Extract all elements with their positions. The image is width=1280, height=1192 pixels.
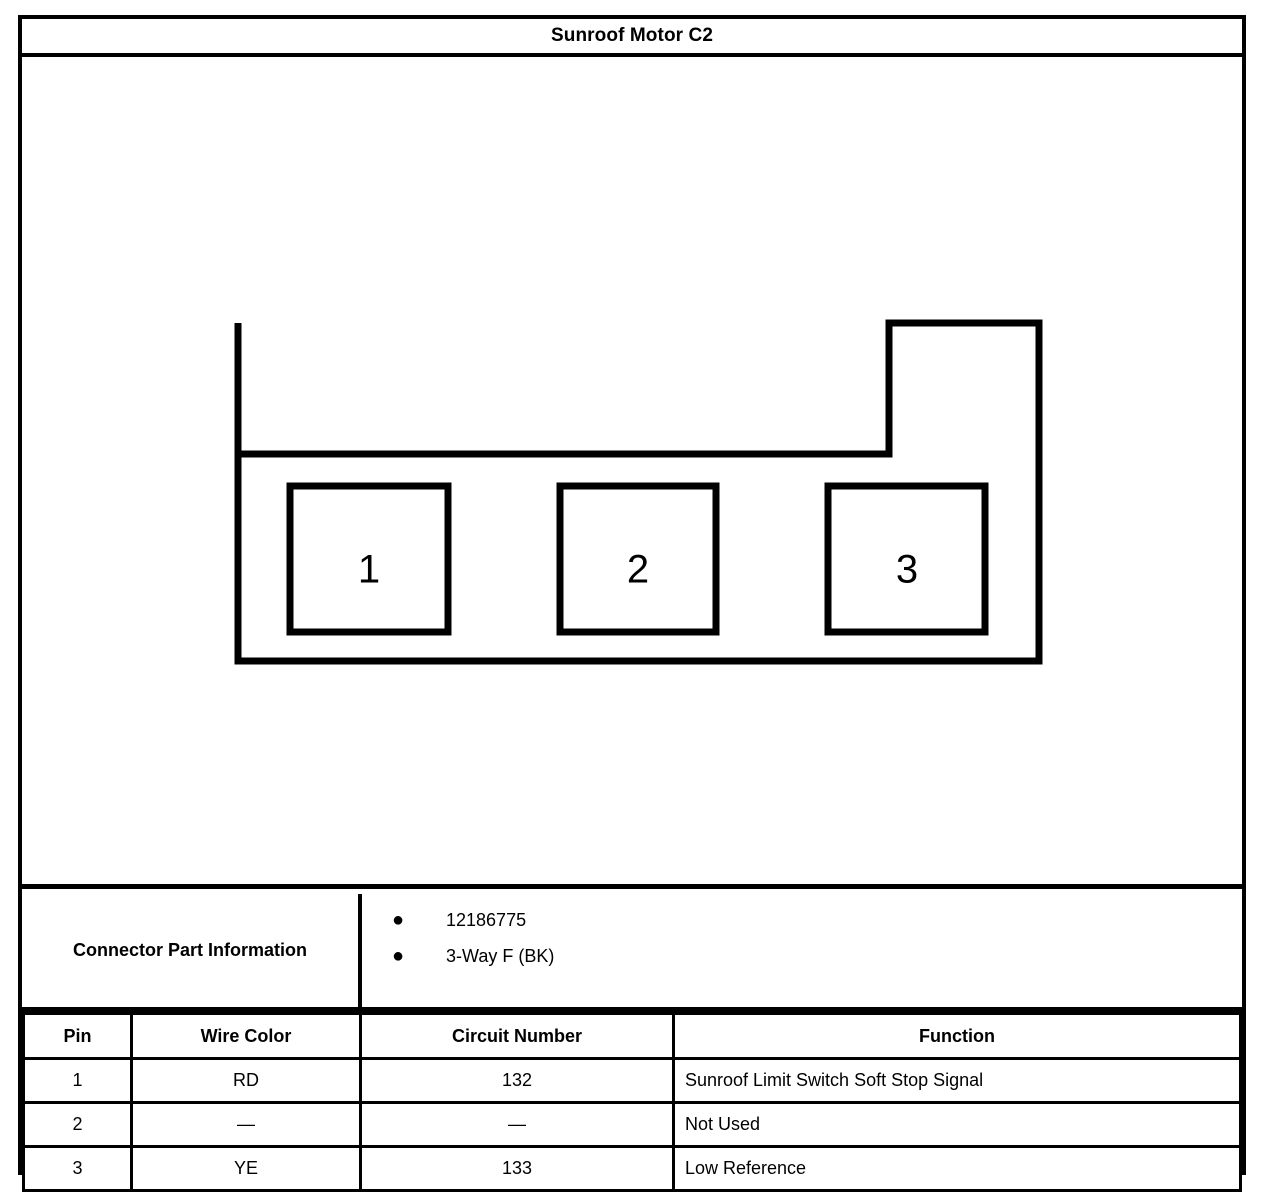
column-header-circuit-number: Circuit Number [359, 1012, 675, 1060]
cell-pin: 1 [22, 1057, 133, 1104]
table-row: 1 RD 132 Sunroof Limit Switch Soft Stop … [22, 1057, 1242, 1104]
list-item: ● 12186775 [362, 902, 1242, 938]
connector-part-information-row: Connector Part Information ● 12186775 ● … [22, 894, 1242, 1012]
connector-part-information-list: ● 12186775 ● 3-Way F (BK) [362, 902, 1242, 974]
connector-way-description: 3-Way F (BK) [446, 946, 555, 966]
connector-part-information-label: Connector Part Information [72, 940, 307, 960]
connector-part-information-value-cell: ● 12186775 ● 3-Way F (BK) [362, 894, 1242, 1007]
page-title: Sunroof Motor C2 [550, 25, 714, 46]
cavity-box-3 [824, 482, 989, 636]
column-header-pin: Pin [22, 1012, 133, 1060]
connector-diagram-panel: 1 2 3 [22, 57, 1242, 889]
cavity-label-2: 2 [627, 548, 649, 592]
bullet-icon: ● [392, 909, 405, 931]
cell-pin: 3 [22, 1145, 133, 1192]
table-row: 3 YE 133 Low Reference [22, 1145, 1242, 1192]
table-header-row: Pin Wire Color Circuit Number Function [22, 1012, 1242, 1060]
cell-circuit-number: 133 [359, 1145, 675, 1192]
column-header-function: Function [672, 1012, 1242, 1060]
cell-circuit-number: 132 [359, 1057, 675, 1104]
connector-part-information-label-cell: Connector Part Information [22, 894, 362, 1007]
table-row: 2 — — Not Used [22, 1101, 1242, 1148]
cell-function: Not Used [672, 1101, 1242, 1148]
cavity-label-1: 1 [358, 548, 380, 592]
cell-pin: 2 [22, 1101, 133, 1148]
cavity-box-1 [286, 482, 452, 636]
connector-face-view-drawing: 1 2 3 [234, 319, 1043, 665]
bullet-icon: ● [392, 945, 405, 967]
column-header-wire-color: Wire Color [130, 1012, 362, 1060]
cell-circuit-number: — [359, 1101, 675, 1148]
cell-function: Sunroof Limit Switch Soft Stop Signal [672, 1057, 1242, 1104]
cavity-box-2 [556, 482, 720, 636]
pin-assignment-table: Pin Wire Color Circuit Number Function 1… [22, 1012, 1242, 1192]
list-item: ● 3-Way F (BK) [362, 938, 1242, 974]
cell-wire-color: YE [130, 1145, 362, 1192]
connector-detail-sheet: Sunroof Motor C2 1 2 3 Connector Part In… [18, 15, 1246, 1192]
sheet-title-bar: Sunroof Motor C2 [22, 19, 1242, 57]
connector-part-number: 12186775 [446, 910, 527, 930]
cell-function: Low Reference [672, 1145, 1242, 1192]
cell-wire-color: — [130, 1101, 362, 1148]
cell-wire-color: RD [130, 1057, 362, 1104]
cavity-label-3: 3 [896, 548, 918, 592]
